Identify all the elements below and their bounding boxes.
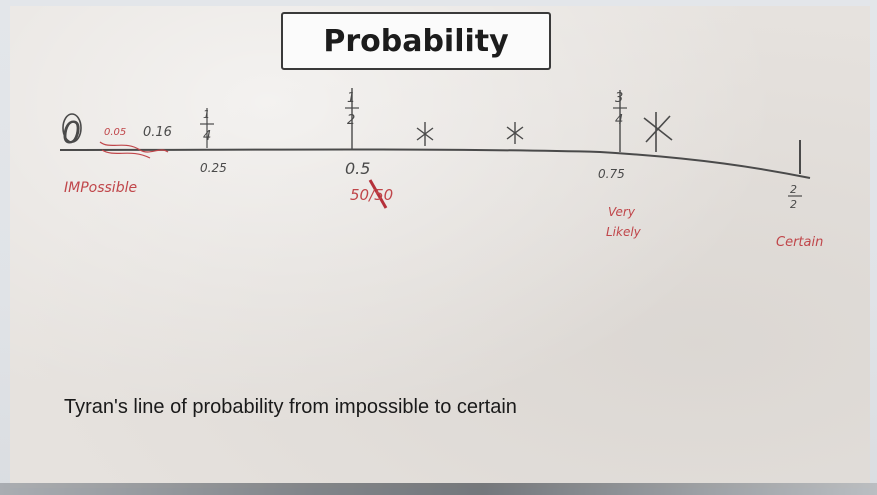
star-mark (643, 112, 673, 152)
tiny-a-label: 0.05 (104, 127, 126, 138)
tiny-b-label: 0.16 (143, 125, 172, 140)
very-likely-label-1: Very (608, 205, 636, 219)
zero-label: 0 (62, 116, 81, 151)
star-mark (506, 122, 524, 144)
red-slash (368, 179, 388, 209)
paper-sheet (10, 6, 870, 488)
caption: Tyran's line of probability from impossi… (64, 396, 517, 418)
three-quarter-denominator: 4 (615, 113, 623, 128)
half-numerator: 1 (347, 91, 355, 106)
three-quarter-numerator: 3 (615, 91, 623, 106)
fifty-fifty-label: 50/50 (350, 186, 393, 204)
page-title: Probability (323, 23, 509, 59)
quarter-decimal: 0.25 (200, 161, 227, 175)
quarter-numerator: 1 (203, 108, 210, 121)
star-mark (416, 122, 434, 146)
title-box: Probability (281, 12, 551, 70)
zero-circle (62, 113, 82, 143)
three-quarter-decimal: 0.75 (598, 167, 625, 181)
one-fraction-numerator: 2 (790, 183, 797, 196)
impossible-label: IMPossible (64, 180, 137, 196)
quarter-denominator: 4 (203, 129, 211, 144)
half-denominator: 2 (347, 113, 355, 128)
red-scribble (99, 141, 169, 159)
one-fraction-denominator: 2 (790, 198, 797, 211)
very-likely-label-2: Likely (606, 225, 642, 239)
certain-label: Certain (776, 235, 823, 250)
bottom-shadow (0, 483, 877, 495)
half-decimal: 0.5 (345, 159, 370, 178)
probability-line (59, 148, 811, 179)
